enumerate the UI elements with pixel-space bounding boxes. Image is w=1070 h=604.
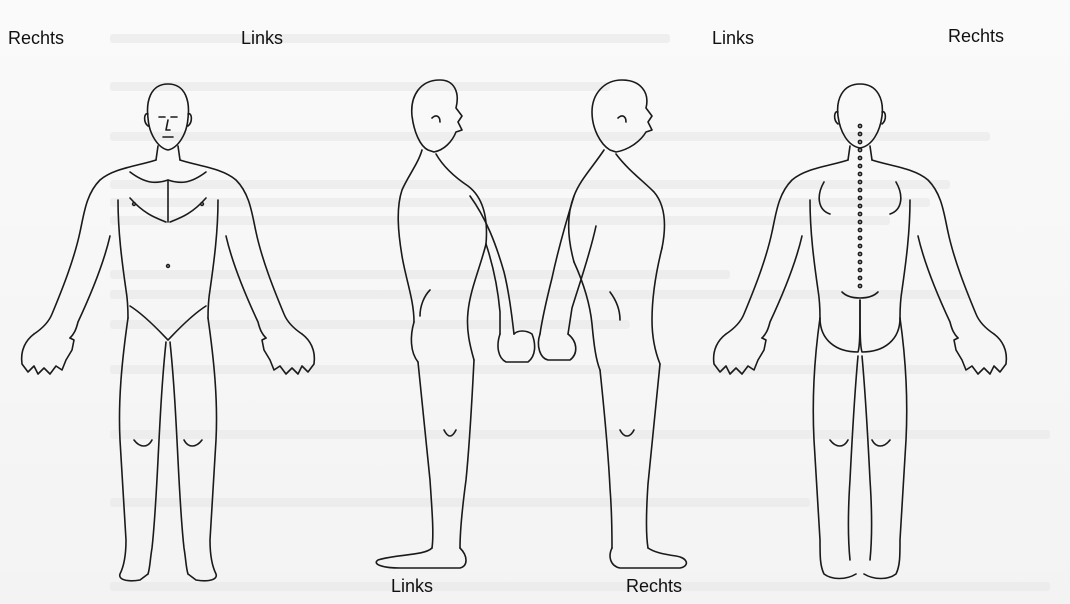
figure-front-view — [22, 84, 315, 581]
figure-back-view — [714, 84, 1007, 579]
figure-side-view-right — [376, 80, 534, 568]
spine-dotted-line — [858, 124, 861, 287]
figure-side-view-left — [538, 80, 686, 568]
